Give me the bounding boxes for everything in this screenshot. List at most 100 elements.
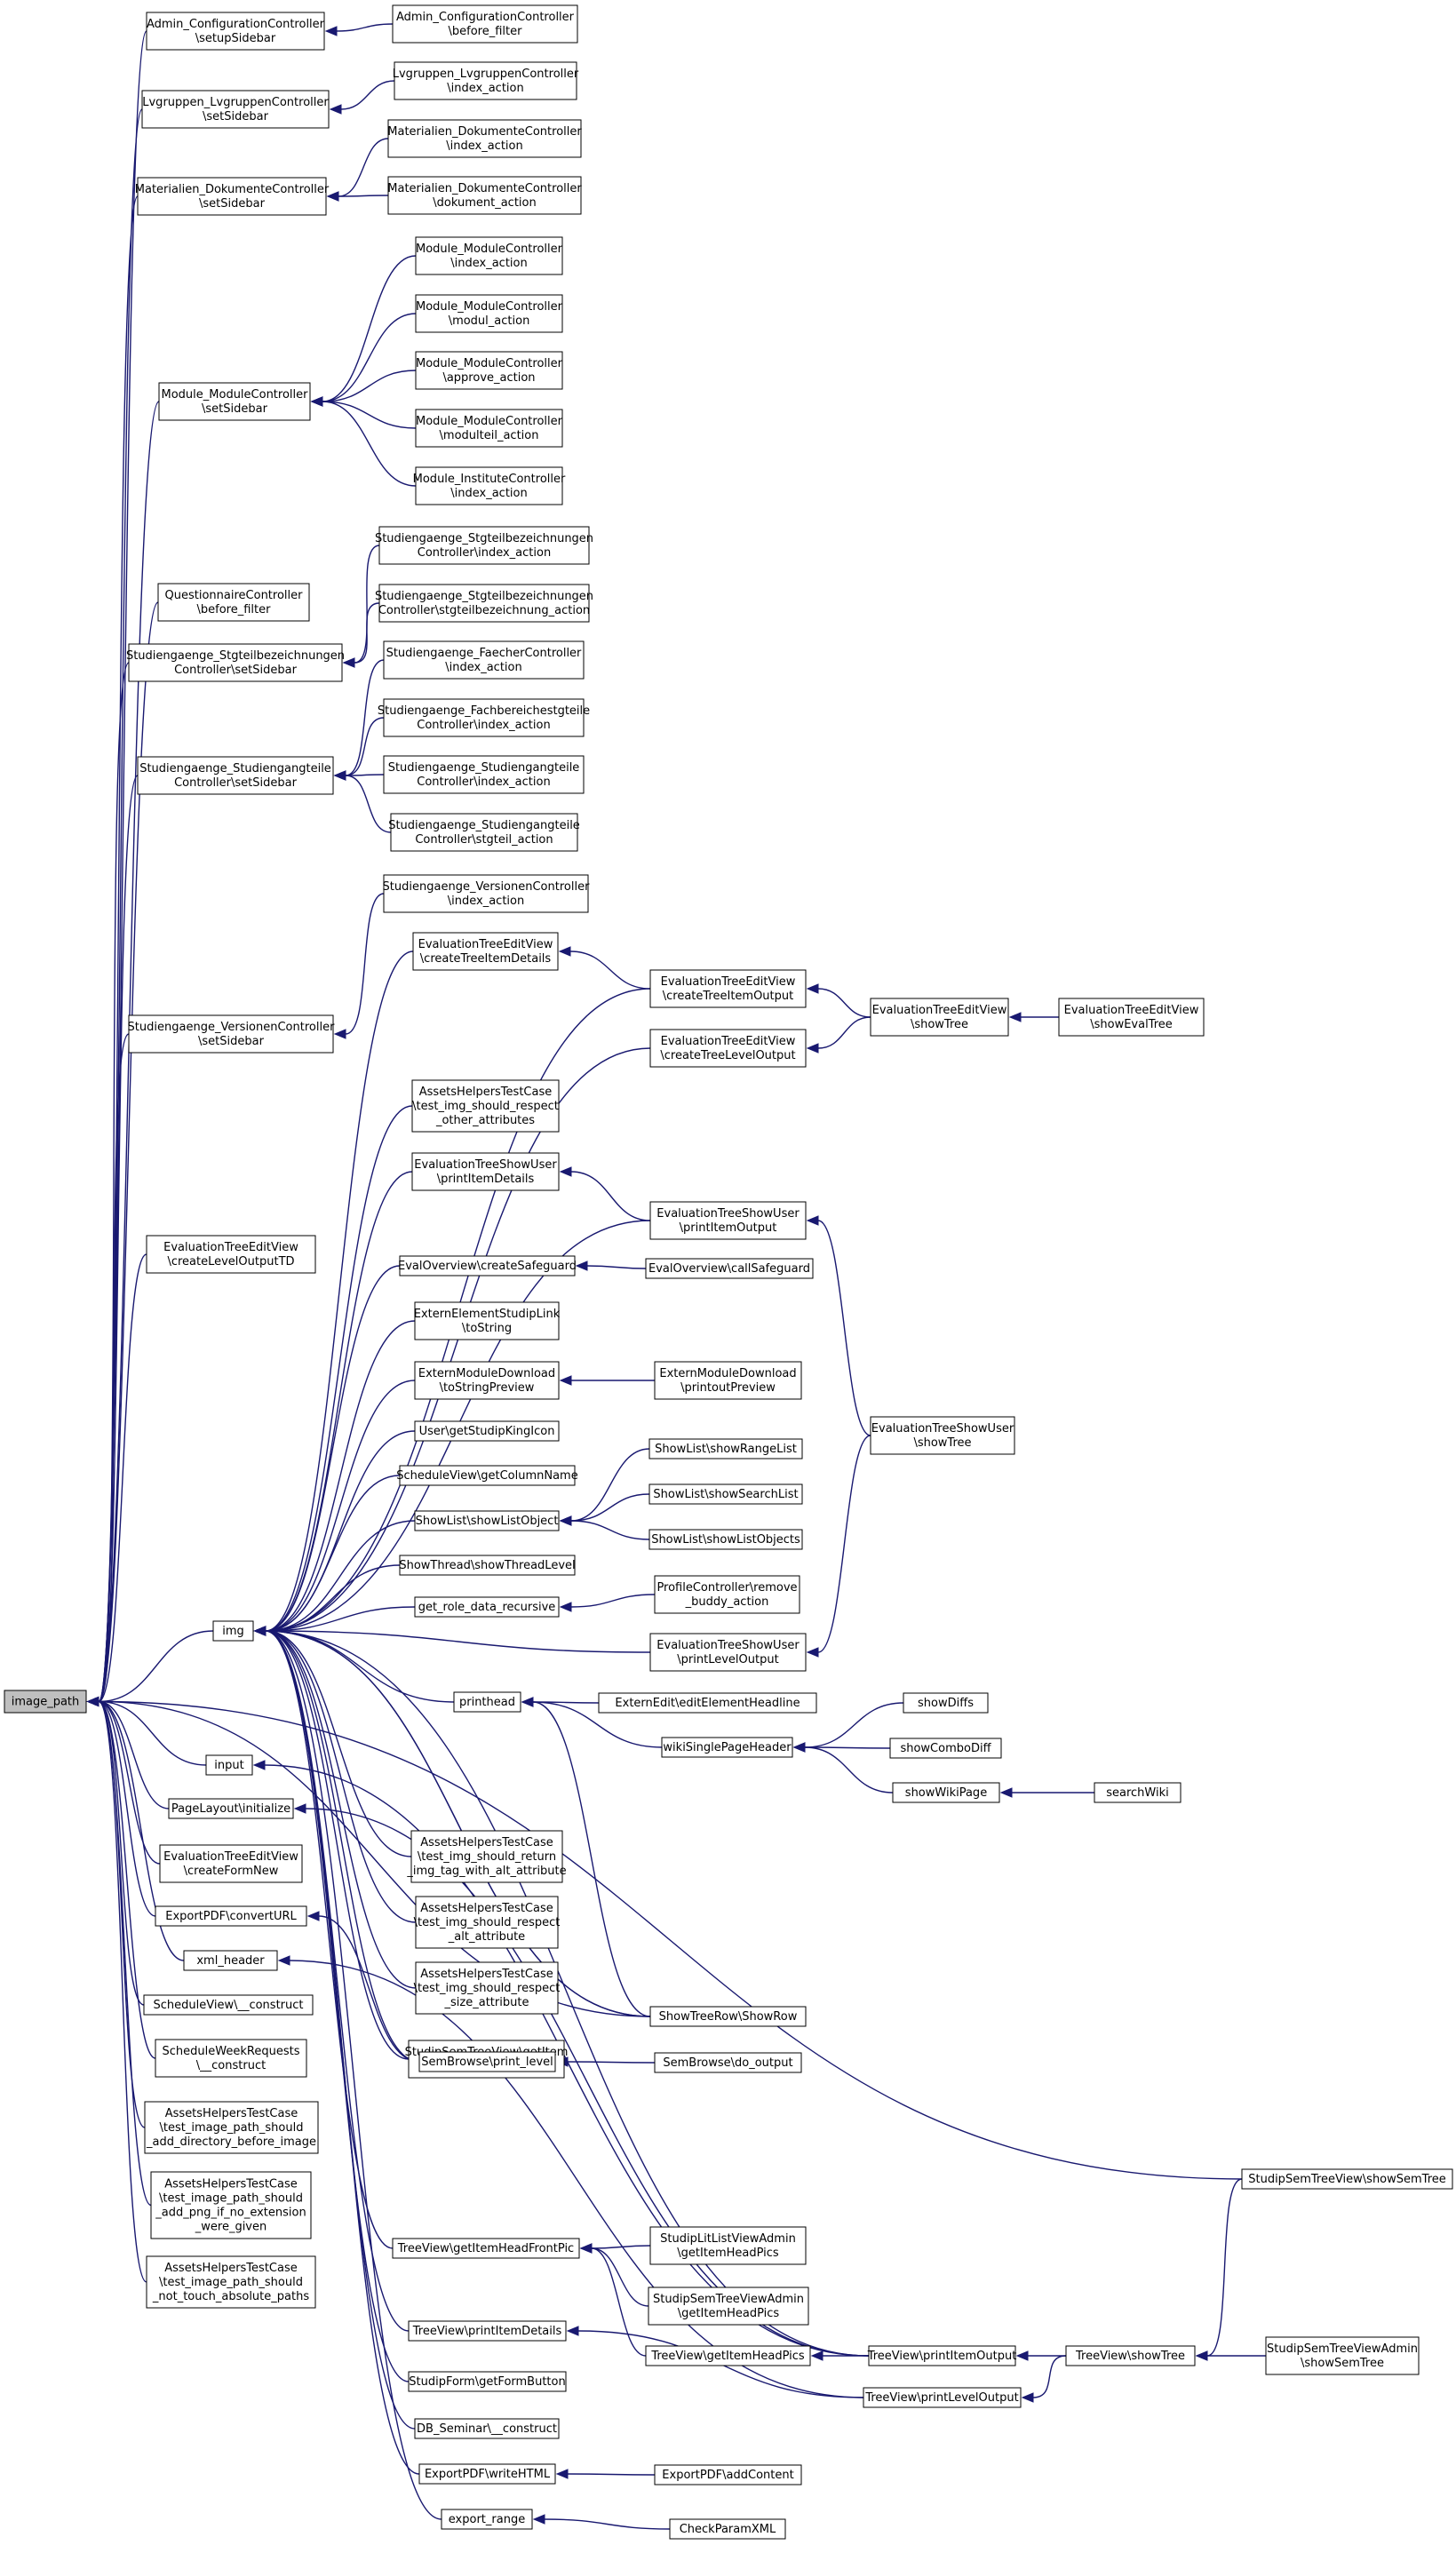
node-showlist-showlistobjects[interactable]: ShowList\showListObjects — [648, 1529, 803, 1550]
node-box — [383, 640, 585, 680]
node-evaluationtreeeditview-createtreeleveloutput[interactable]: EvaluationTreeEditView\createTreeLevelOu… — [649, 1029, 807, 1068]
node-admin-configurationcontroller-setupsidebar[interactable]: Admin_ConfigurationController\setupSideb… — [146, 12, 325, 51]
node-studipsemtreeviewadmin-showsemtree[interactable]: StudipSemTreeViewAdmin\showSemTree — [1265, 2336, 1420, 2375]
node-exportpdf-addcontent[interactable]: ExportPDF\addContent — [654, 2464, 802, 2485]
node-box — [661, 1737, 793, 1758]
node-studiengaenge-studiengangteile-controller-stgteil-action[interactable]: Studiengaenge_StudiengangteileController… — [388, 813, 580, 852]
node-showlist-showrangelist[interactable]: ShowList\showRangeList — [648, 1438, 803, 1459]
node-studiengaenge-stgteilbezeichnungen-controller-index-action[interactable]: Studiengaenge_StgteilbezeichnungenContro… — [375, 526, 593, 565]
node-assetshelperstestcase-test-image-path-should-add-png-if-no-extension-were-given[interactable]: AssetsHelpersTestCase\test_image_path_sh… — [150, 2171, 312, 2239]
node-assetshelperstestcase-test-img-should-respect-alt-attribute[interactable]: AssetsHelpersTestCase\test_img_should_re… — [414, 1896, 561, 1949]
node-user-getstudipkingicon[interactable]: User\getStudipKingIcon — [414, 1420, 560, 1442]
arrowhead-icon — [1195, 2350, 1208, 2361]
node-showtreerow-showrow[interactable]: ShowTreeRow\ShowRow — [649, 2006, 807, 2027]
node-treeview-getitemheadpics[interactable]: TreeView\getItemHeadPics — [645, 2345, 811, 2366]
node-studiengaenge-fachbereichestgteile-controller-index-action[interactable]: Studiengaenge_FachbereichestgteileContro… — [378, 698, 590, 737]
node-exportpdf-writehtml[interactable]: ExportPDF\writeHTML — [418, 2463, 556, 2485]
node-exportpdf-converturl[interactable]: ExportPDF\convertURL — [155, 1905, 307, 1927]
node-treeview-getitemheadfrontpic[interactable]: TreeView\getItemHeadFrontPic — [392, 2238, 580, 2259]
node-studipform-getformbutton[interactable]: StudipForm\getFormButton — [408, 2371, 567, 2392]
node-label: Module_ModuleController — [416, 243, 563, 256]
node-profilecontroller-remove-buddy-action[interactable]: ProfileController\remove_buddy_action — [654, 1575, 800, 1614]
node-module-institutecontroller-index-action[interactable]: Module_InstituteController\index_action — [413, 466, 566, 505]
node-evaluationtreeeditview-createtreeitemdetails[interactable]: EvaluationTreeEditView\createTreeItemDet… — [412, 932, 559, 971]
node-treeview-showtree[interactable]: TreeView\showTree — [1065, 2345, 1196, 2366]
node-studiengaenge-stgteilbezeichnungen-controller-stgteilbezeichnung-action[interactable]: Studiengaenge_StgteilbezeichnungenContro… — [375, 584, 593, 623]
node-evaluationtreeeditview-createtreeitemoutput[interactable]: EvaluationTreeEditView\createTreeItemOut… — [649, 969, 807, 1008]
node-img[interactable]: img — [212, 1620, 254, 1642]
node-get-role-data-recursive[interactable]: get_role_data_recursive — [414, 1596, 560, 1618]
node-evaluationtreeeditview-createformnew[interactable]: EvaluationTreeEditView\createFormNew — [159, 1844, 303, 1883]
node-box — [1241, 2168, 1453, 2190]
node-lvgruppen-lvgruppencontroller-index-action[interactable]: Lvgruppen_LvgruppenController\index_acti… — [393, 61, 579, 100]
node-externelementstudiplink-tostring[interactable]: ExternElementStudipLink\toString — [414, 1301, 561, 1340]
node-scheduleview-construct[interactable]: ScheduleView\__construct — [143, 1994, 314, 2016]
node-materialien-dokumentecontroller-index-action[interactable]: Materialien_DokumenteController\index_ac… — [387, 119, 582, 158]
node-assetshelperstestcase-test-img-should-return-img-tag-with-alt-attribute[interactable]: AssetsHelpersTestCase\test_img_should_re… — [406, 1830, 567, 1883]
node-studiengaenge-faechercontroller-index-action[interactable]: Studiengaenge_FaecherController\index_ac… — [383, 640, 585, 680]
node-showthread-showthreadlevel[interactable]: ShowThread\showThreadLevel — [399, 1555, 576, 1576]
node-assetshelperstestcase-test-image-path-should-add-directory-before-image[interactable]: AssetsHelpersTestCase\test_image_path_sh… — [144, 2101, 319, 2154]
node-export-range[interactable]: export_range — [441, 2509, 533, 2530]
node-module-modulecontroller-index-action[interactable]: Module_ModuleController\index_action — [415, 236, 563, 275]
node-evaloverview-callsafeguard[interactable]: EvalOverview\callSafeguard — [645, 1258, 814, 1279]
node-showcombodiff[interactable]: showComboDiff — [889, 1738, 1002, 1759]
node-assetshelperstestcase-test-img-should-respect-size-attribute[interactable]: AssetsHelpersTestCase\test_img_should_re… — [414, 1961, 561, 2015]
node-wikisinglepageheader[interactable]: wikiSinglePageHeader — [661, 1737, 793, 1758]
node-materialien-dokumentecontroller-setsidebar[interactable]: Materialien_DokumenteController\setSideb… — [135, 177, 330, 216]
node-materialien-dokumentecontroller-dokument-action[interactable]: Materialien_DokumenteController\dokument… — [387, 176, 582, 215]
node-input[interactable]: input — [205, 1754, 253, 1776]
node-evaluationtreeshowuser-printitemdetails[interactable]: EvaluationTreeShowUser\printItemDetails — [411, 1152, 560, 1191]
node-module-modulecontroller-modulteil-action[interactable]: Module_ModuleController\modulteil_action — [415, 409, 563, 448]
node-showlist-showlistobject[interactable]: ShowList\showListObject — [414, 1510, 560, 1531]
node-searchwiki[interactable]: searchWiki — [1094, 1782, 1182, 1803]
node-studiengaenge-versionencontroller-setsidebar[interactable]: Studiengaenge_VersionenController\setSid… — [128, 1014, 336, 1054]
node-assetshelperstestcase-test-img-should-respect-other-attributes[interactable]: AssetsHelpersTestCase\test_img_should_re… — [411, 1079, 560, 1133]
node-externedit-editelementheadline[interactable]: ExternEdit\editElementHeadline — [598, 1692, 817, 1714]
node-evaluationtreeeditview-showtree[interactable]: EvaluationTreeEditView\showTree — [870, 998, 1009, 1037]
node-evaluationtreeshowuser-printitemoutput[interactable]: EvaluationTreeShowUser\printItemOutput — [649, 1201, 807, 1240]
node-studiplitlistviewadmin-getitemheadpics[interactable]: StudipLitListViewAdmin\getItemHeadPics — [649, 2226, 807, 2265]
node-showdiffs[interactable]: showDiffs — [903, 1692, 989, 1714]
node-image-path[interactable]: image_path — [4, 1690, 87, 1714]
node-treeview-printitemdetails[interactable]: TreeView\printItemDetails — [408, 2320, 567, 2342]
node-lvgruppen-lvgruppencontroller-setsidebar[interactable]: Lvgruppen_LvgruppenController\setSidebar — [141, 90, 330, 129]
node-label: \modulteil_action — [440, 429, 539, 442]
node-treeview-printleveloutput[interactable]: TreeView\printLevelOutput — [863, 2387, 1022, 2408]
node-module-modulecontroller-approve-action[interactable]: Module_ModuleController\approve_action — [415, 351, 563, 390]
node-evaluationtreeshowuser-showtree[interactable]: EvaluationTreeShowUser\showTree — [870, 1416, 1015, 1455]
node-studiengaenge-stgteilbezeichnungen-controller-setsidebar[interactable]: Studiengaenge_StgteilbezeichnungenContro… — [126, 643, 345, 682]
node-assetshelperstestcase-test-image-path-should-not-touch-absolute-paths[interactable]: AssetsHelpersTestCase\test_image_path_sh… — [146, 2255, 316, 2309]
edge-line — [338, 195, 389, 197]
node-scheduleview-getcolumnname[interactable]: ScheduleView\getColumnName — [396, 1465, 578, 1486]
node-evaluationtreeeditview-createleveloutputtd[interactable]: EvaluationTreeEditView\createLevelOutput… — [146, 1235, 316, 1274]
node-externmoduledownload-printoutpreview[interactable]: ExternModuleDownload\printoutPreview — [654, 1361, 802, 1400]
node-evaluationtreeshowuser-printleveloutput[interactable]: EvaluationTreeShowUser\printLevelOutput — [649, 1633, 807, 1672]
node-sembrowse-do-output[interactable]: SemBrowse\do_output — [654, 2052, 802, 2073]
node-studiengaenge-studiengangteile-controller-setsidebar[interactable]: Studiengaenge_StudiengangteileController… — [137, 756, 334, 795]
node-label: Module_ModuleController — [416, 357, 563, 370]
node-db-seminar-construct[interactable]: DB_Seminar\__construct — [414, 2418, 560, 2439]
node-treeview-printitemoutput[interactable]: TreeView\printItemOutput — [867, 2345, 1017, 2366]
node-sembrowse-print-level[interactable]: SemBrowse\print_level — [418, 2051, 556, 2072]
node-questionnairecontroller-before-filter[interactable]: QuestionnaireController\before_filter — [157, 583, 310, 622]
node-xml-header[interactable]: xml_header — [183, 1950, 278, 1971]
node-checkparamxml[interactable]: CheckParamXML — [669, 2518, 786, 2540]
node-evaluationtreeeditview-showevaltree[interactable]: EvaluationTreeEditView\showEvalTree — [1058, 998, 1205, 1037]
node-studipsemtreeview-showsemtree[interactable]: StudipSemTreeView\showSemTree — [1241, 2168, 1453, 2190]
node-pagelayout-initialize[interactable]: PageLayout\initialize — [168, 1798, 294, 1819]
node-scheduleweekrequests-construct[interactable]: ScheduleWeekRequests\__construct — [155, 2039, 307, 2078]
node-module-modulecontroller-setsidebar[interactable]: Module_ModuleController\setSidebar — [158, 382, 311, 421]
edge-line — [98, 30, 147, 1703]
node-showlist-showsearchlist[interactable]: ShowList\showSearchList — [648, 1483, 803, 1505]
node-studiengaenge-versionencontroller-index-action[interactable]: Studiengaenge_VersionenController\index_… — [383, 874, 591, 913]
node-studiengaenge-studiengangteile-controller-index-action[interactable]: Studiengaenge_StudiengangteileController… — [383, 755, 585, 794]
node-evaloverview-createsafeguard[interactable]: EvalOverview\createSafeguard — [398, 1255, 577, 1276]
node-admin-configurationcontroller-before-filter[interactable]: Admin_ConfigurationController\before_fil… — [392, 4, 578, 44]
node-module-modulecontroller-modul-action[interactable]: Module_ModuleController\modul_action — [415, 294, 563, 333]
node-showwikipage[interactable]: showWikiPage — [892, 1782, 1000, 1803]
node-studipsemtreeviewadmin-getitemheadpics[interactable]: StudipSemTreeViewAdmin\getItemHeadPics — [648, 2287, 809, 2326]
node-externmoduledownload-tostringpreview[interactable]: ExternModuleDownload\toStringPreview — [414, 1361, 560, 1400]
node-printhead[interactable]: printhead — [453, 1691, 521, 1713]
call-edge — [555, 2469, 656, 2479]
